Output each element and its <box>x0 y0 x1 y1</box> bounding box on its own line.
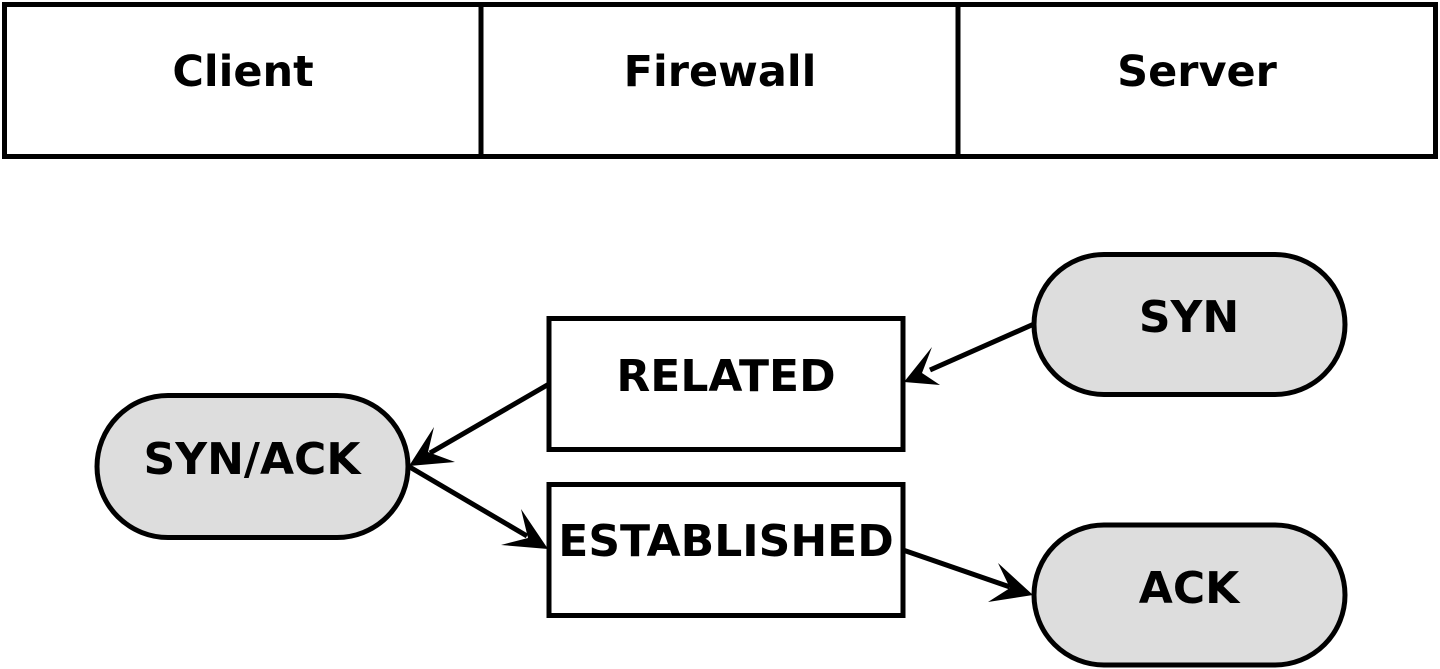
edge-line <box>406 463 529 539</box>
node-syn-ack-shape <box>94 393 411 540</box>
node-established-shape <box>546 482 906 618</box>
node-established-label: ESTABLISHED <box>558 516 893 567</box>
edges <box>406 321 1036 602</box>
arrowhead-icon <box>904 347 940 385</box>
lane-label-client: Client <box>172 47 313 97</box>
node-established: ESTABLISHED <box>546 482 906 618</box>
edge-established-to-ack <box>902 547 1033 602</box>
node-ack: ACK <box>1031 522 1348 668</box>
node-syn-shape <box>1031 252 1348 397</box>
node-ack-shape <box>1031 522 1348 668</box>
lane-label-firewall: Firewall <box>624 47 817 97</box>
edge-syn-ack-to-established <box>406 463 548 549</box>
node-ack-label: ACK <box>1139 563 1241 614</box>
edge-line <box>928 321 1036 373</box>
node-syn: SYN <box>1031 252 1348 397</box>
node-related: RELATED <box>546 316 906 452</box>
edge-line <box>902 547 1011 590</box>
lane-label-server: Server <box>1117 47 1278 97</box>
node-syn-label: SYN <box>1139 292 1239 343</box>
arrowhead-icon <box>501 509 548 549</box>
node-syn-ack-label: SYN/ACK <box>144 434 363 485</box>
node-related-shape <box>546 316 906 452</box>
edge-line <box>428 381 551 456</box>
edge-related-to-syn-ack <box>409 381 551 466</box>
arrowhead-icon <box>409 427 455 466</box>
node-related-label: RELATED <box>616 351 835 402</box>
node-syn-ack: SYN/ACK <box>94 393 411 540</box>
arrowhead-icon <box>988 563 1033 602</box>
edge-syn-to-related <box>904 321 1036 385</box>
swimlane-header-frame <box>2 2 1438 159</box>
swimlane-header: Client Firewall Server <box>2 2 1438 159</box>
